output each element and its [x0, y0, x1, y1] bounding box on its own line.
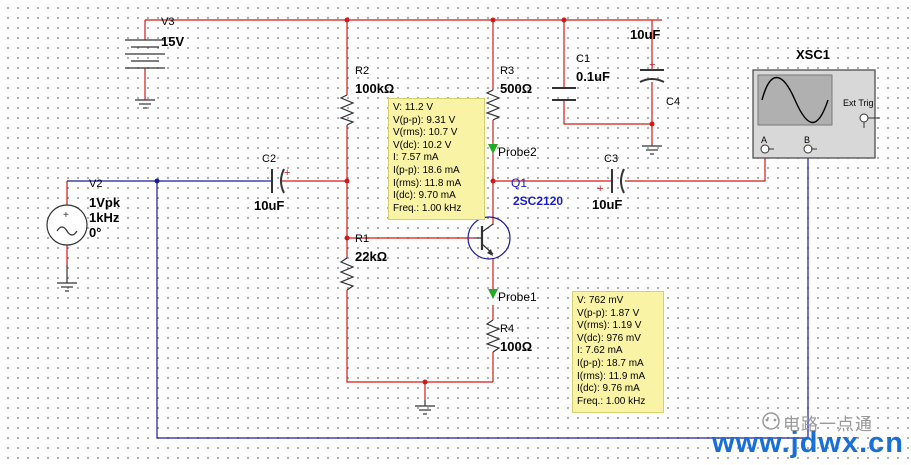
r4-ref-label: R4: [500, 323, 515, 335]
red-wires: [66, 19, 766, 400]
probe2-reading: I(dc): 9.70 mA: [393, 190, 456, 202]
junction-dots: [154, 17, 655, 385]
v3-ref-label: V3: [161, 16, 175, 28]
probe2-reading: V(dc): 10.2 V: [393, 139, 452, 151]
c4-ref-label: C4: [666, 96, 681, 108]
ground-icon: [57, 265, 77, 292]
resistor-symbols: [339, 89, 501, 353]
probe2-reading: Freq.: 1.00 kHz: [393, 202, 462, 214]
probe1-reading: Freq.: 1.00 kHz: [577, 395, 646, 407]
svg-text:+: +: [284, 167, 290, 179]
c4-value-label: 10uF: [630, 27, 661, 42]
ext-trig-terminal-icon: [859, 113, 869, 123]
probe1-reading: V: 762 mV: [577, 295, 624, 306]
c2-ref-label: C2: [262, 153, 277, 165]
r2-value-label: 100kΩ: [355, 81, 395, 96]
probe1-reading: I(p-p): 18.7 mA: [577, 357, 644, 369]
r4-value-label: 100Ω: [500, 339, 533, 354]
probe1-reading: I(rms): 11.9 mA: [577, 370, 646, 382]
q1-ref-label: Q1: [511, 176, 528, 190]
watermark-url-text: www.jdwx.cn: [712, 427, 905, 459]
q1-part-label: 2SC2120: [513, 194, 564, 208]
v2-frequency-label: 1kHz: [89, 210, 120, 225]
probe1-arrow-icon: [488, 289, 498, 299]
probe2-name-label: Probe2: [498, 145, 537, 159]
probe1-reading: V(p-p): 1.87 V: [577, 307, 640, 319]
scope-ext-trig-label: Ext Trig: [843, 98, 874, 108]
probe2-reading: V(p-p): 9.31 V: [393, 114, 456, 126]
probe1-reading: I(dc): 9.76 mA: [577, 383, 640, 395]
c3-value-label: 10uF: [592, 197, 623, 212]
c3-ref-label: C3: [604, 153, 619, 165]
svg-text:+: +: [63, 210, 69, 221]
scope-channel-b-label: B: [804, 135, 811, 145]
c2-value-label: 10uF: [254, 198, 285, 213]
probe2-reading: V(rms): 10.7 V: [393, 127, 458, 139]
r2-ref-label: R2: [355, 65, 370, 77]
ground-icon: [415, 400, 435, 415]
probe2-reading: I(rms): 11.8 mA: [393, 177, 462, 189]
svg-text:+: +: [597, 183, 603, 195]
v2-ac-source-symbol[interactable]: +: [46, 204, 88, 246]
r3-ref-label: R3: [500, 65, 515, 77]
ground-symbols: [57, 99, 662, 415]
probe2-arrow-icon: [488, 144, 498, 154]
svg-text:+: +: [649, 59, 655, 71]
capacitor-symbols: [262, 62, 665, 194]
c1-value-label: 0.1uF: [576, 69, 610, 84]
r4-resistor-icon: [485, 319, 501, 353]
probe1-name-label: Probe1: [498, 290, 537, 304]
r3-resistor-icon: [485, 89, 501, 121]
r2-resistor-icon: [339, 94, 355, 126]
watermark-chinese-text: 电路一点通: [783, 415, 873, 434]
watermark-logo-icon: [762, 412, 780, 430]
c1-capacitor-icon: [552, 87, 576, 101]
c4-capacitor-icon: [639, 62, 665, 83]
probe2-reading: I(p-p): 18.6 mA: [393, 164, 460, 176]
scope-ref-label: XSC1: [796, 47, 830, 62]
polarity-marks: + + +: [284, 59, 655, 195]
probe1-reading: V(dc): 976 mV: [577, 332, 641, 344]
ground-icon: [135, 99, 155, 109]
probe1-reading: I: 7.62 mA: [577, 345, 623, 357]
probe1-readout-box: V: 762 mV V(p-p): 1.87 V V(rms): 1.19 V …: [572, 291, 664, 413]
v2-ref-label: V2: [89, 178, 103, 190]
sine-wave-icon: [761, 77, 829, 123]
v3-value-label: 15V: [161, 34, 185, 49]
blue-wires: [67, 155, 809, 439]
probe2-reading: V: 11.2 V: [393, 102, 434, 113]
v2-amplitude-label: 1Vpk: [89, 195, 121, 210]
probe2-reading: I: 7.57 mA: [393, 152, 439, 164]
c3-capacitor-icon: [603, 168, 625, 194]
r1-ref-label: R1: [355, 233, 370, 245]
v3-battery-symbol[interactable]: [125, 39, 165, 69]
r1-value-label: 22kΩ: [355, 249, 388, 264]
oscilloscope-xsc1[interactable]: [752, 69, 880, 159]
probe-arrows: [488, 144, 498, 299]
v2-phase-label: 0°: [89, 225, 102, 240]
probe2-readout-box: V: 11.2 V V(p-p): 9.31 V V(rms): 10.7 V …: [388, 98, 485, 220]
r1-resistor-icon: [339, 257, 355, 291]
r3-value-label: 500Ω: [500, 81, 533, 96]
ground-icon: [642, 145, 662, 155]
q1-npn-transistor-icon[interactable]: [467, 216, 511, 260]
probe1-reading: V(rms): 1.19 V: [577, 320, 642, 332]
c2-capacitor-icon: [262, 168, 292, 194]
scope-channel-a-label: A: [761, 135, 768, 145]
c1-ref-label: C1: [576, 53, 591, 65]
